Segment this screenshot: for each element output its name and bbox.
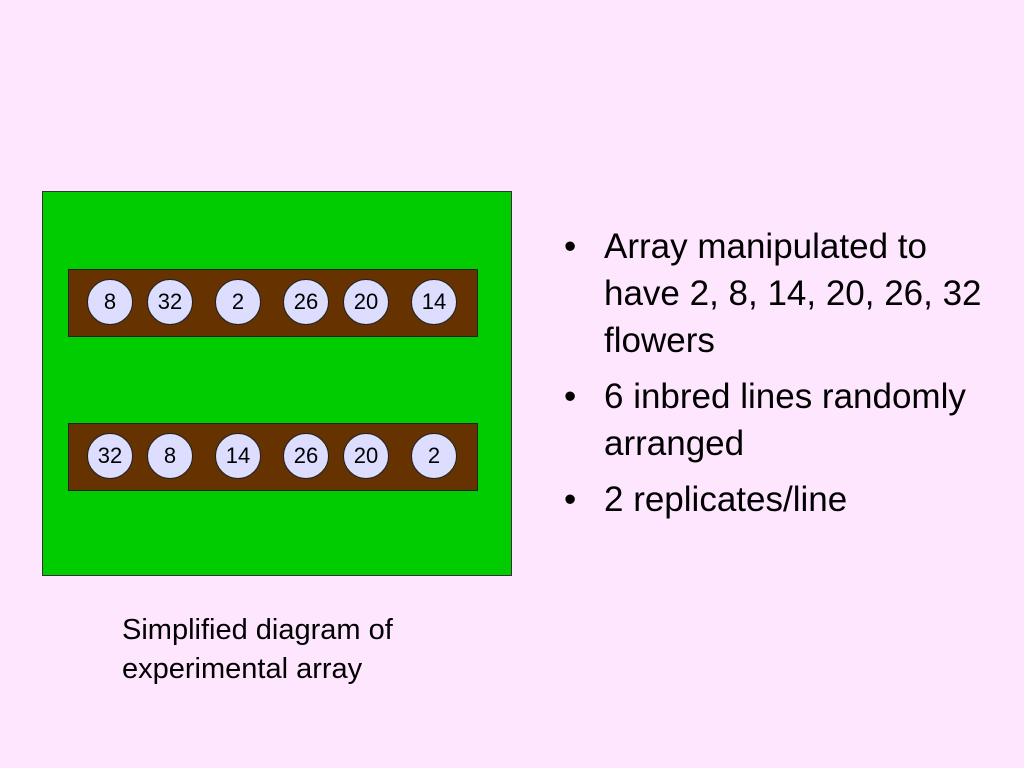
plant-circle: 26 <box>283 433 329 479</box>
experimental-array-field: 8 32 2 26 20 14 32 8 14 26 20 2 <box>42 191 512 576</box>
diagram-caption: Simplified diagram of experimental array <box>122 614 393 685</box>
plant-circle: 20 <box>343 279 389 325</box>
bullet-marker: • <box>564 227 577 266</box>
bullet-marker: • <box>564 480 577 519</box>
plant-circle: 8 <box>87 279 133 325</box>
plant-circle: 8 <box>147 433 193 479</box>
bullet-text: Array manipulated to have 2, 8, 14, 20, … <box>604 227 982 360</box>
plant-row-2: 32 8 14 26 20 2 <box>68 423 478 491</box>
plant-circle: 14 <box>411 279 457 325</box>
plant-circle: 2 <box>411 433 457 479</box>
plant-circle: 32 <box>147 279 193 325</box>
bullet-text: 2 replicates/line <box>604 480 848 519</box>
bullet-item: • 6 inbred lines randomly arranged <box>560 373 1010 467</box>
bullet-text: 6 inbred lines randomly arranged <box>604 377 966 463</box>
bullet-item: • Array manipulated to have 2, 8, 14, 20… <box>560 223 1010 364</box>
bullet-item: • 2 replicates/line <box>560 476 1010 523</box>
plant-circle: 20 <box>343 433 389 479</box>
plant-circle: 14 <box>215 433 261 479</box>
plant-circle: 26 <box>283 279 329 325</box>
plant-row-1: 8 32 2 26 20 14 <box>68 269 478 337</box>
plant-circle: 32 <box>87 433 133 479</box>
bullet-list: • Array manipulated to have 2, 8, 14, 20… <box>560 223 1010 532</box>
bullet-marker: • <box>564 377 577 416</box>
plant-circle: 2 <box>215 279 261 325</box>
